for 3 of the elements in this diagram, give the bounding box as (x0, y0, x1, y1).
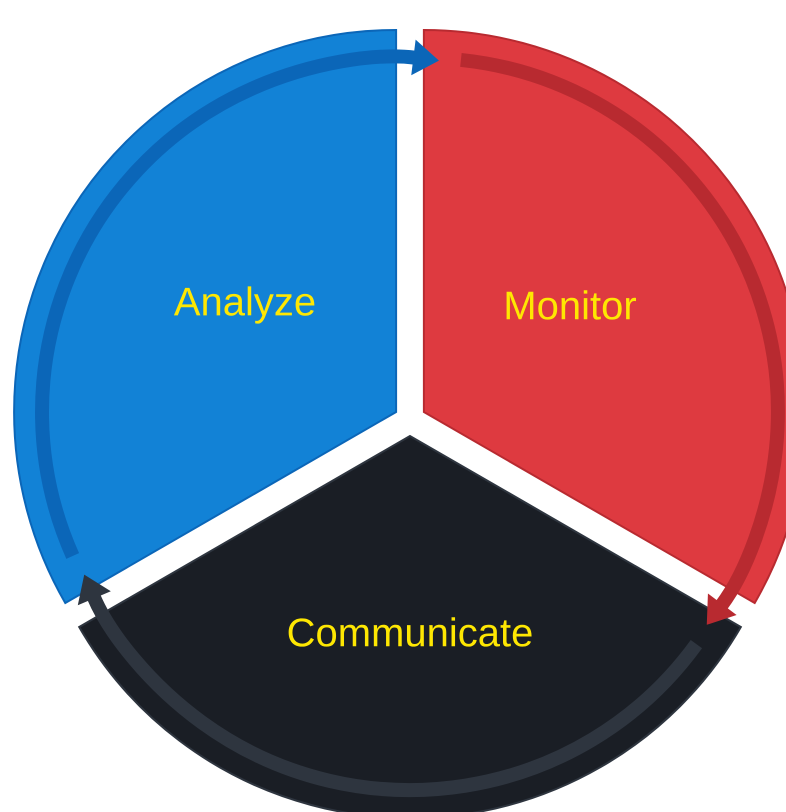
pie-segment: Analyze (13, 29, 398, 604)
pie-segment: Communicate (78, 435, 742, 812)
pie-segment: Monitor (422, 29, 786, 604)
